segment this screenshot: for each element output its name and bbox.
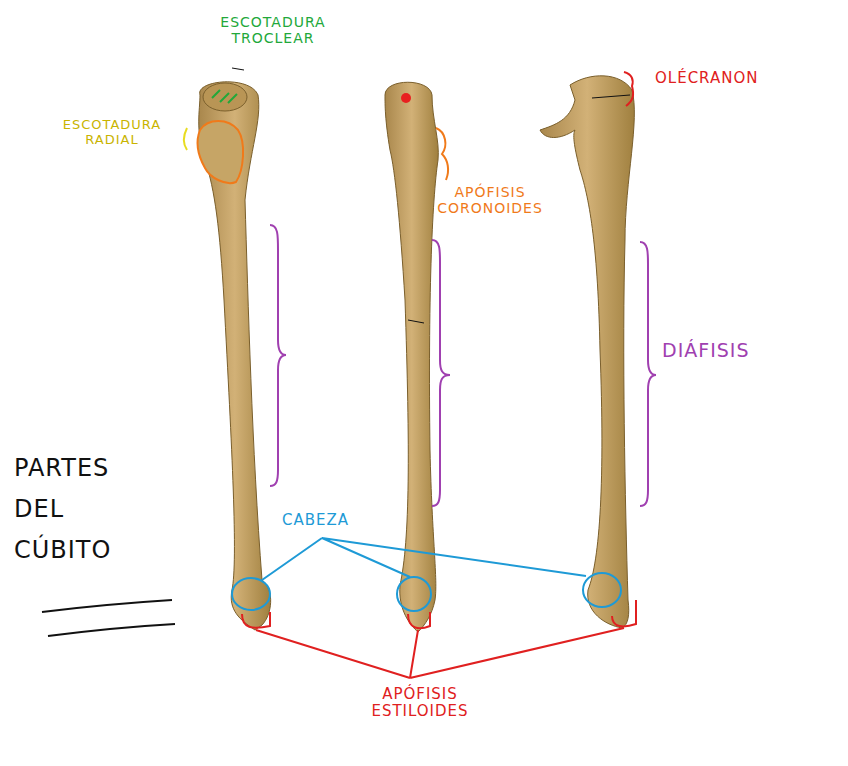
part-label: APÓFISIS CORONOIDES bbox=[420, 184, 560, 216]
part-label: OLÉCRANON bbox=[655, 70, 805, 87]
ulna-anterior-view bbox=[184, 68, 271, 630]
ulna-posterior-view bbox=[540, 72, 634, 628]
head-callouts bbox=[232, 538, 621, 611]
ulna-lateral-view bbox=[385, 82, 448, 632]
part-label: ESCOTADURA RADIAL bbox=[44, 118, 180, 148]
part-label: APÓFISIS ESTILOIDES bbox=[340, 686, 500, 721]
diaphysis-braces bbox=[270, 225, 656, 506]
part-label: CABEZA bbox=[282, 512, 382, 529]
styloid-callouts bbox=[242, 600, 636, 678]
diagram-title: PARTES DEL CÚBITO bbox=[14, 448, 154, 570]
part-label: ESCOTADURA TROCLEAR bbox=[188, 14, 358, 46]
part-label: DIÁFISIS bbox=[662, 340, 812, 362]
title-underline bbox=[42, 600, 175, 636]
